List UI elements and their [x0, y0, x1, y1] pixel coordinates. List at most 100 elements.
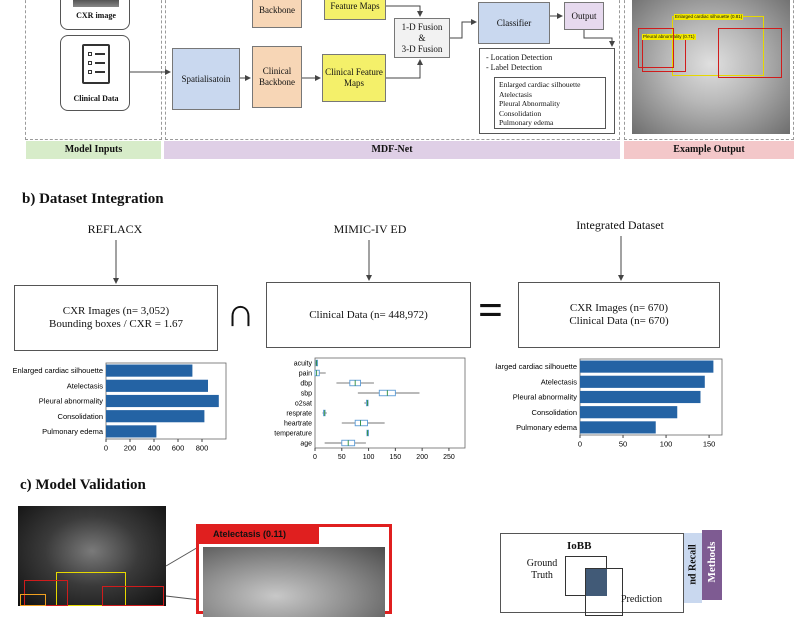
panel-b-arrows [113, 236, 624, 284]
equals-symbol: = [478, 286, 504, 335]
reflacx-label: REFLACX [87, 222, 143, 236]
x-tick-label: 0 [313, 454, 317, 461]
category-label: Pulmonary edema [516, 423, 578, 432]
category-label: resprate [286, 410, 312, 417]
iobb-panel: IoBB Ground Truth Prediction [500, 533, 684, 616]
integrated-bar-chart: Enlarged cardiac silhouetteAtelectasisPl… [495, 358, 723, 449]
cxr-thumbnail [73, 0, 119, 7]
panel-b-title: b) Dataset Integration [22, 191, 164, 207]
bar [106, 394, 219, 408]
integrated-box: CXR Images (n= 670) Clinical Data (n= 67… [518, 282, 720, 348]
category-label: sbp [301, 390, 312, 397]
validation-xray [18, 506, 166, 606]
cxr-image-card: CXR image [60, 0, 130, 30]
category-label: Enlarged cardiac silhouette [495, 362, 577, 371]
category-label: Atelectasis [541, 377, 578, 386]
bar [106, 364, 193, 377]
reflacx-box: CXR Images (n= 3,052) Bounding boxes / C… [14, 285, 218, 351]
iobb-title: IoBB [567, 540, 592, 552]
zoom-label: Atelectasis (0.11) [199, 524, 319, 544]
category-label: age [300, 440, 312, 447]
recall-side-band: nd Recall [684, 533, 702, 603]
integrated-label: Integrated Dataset [576, 218, 664, 232]
bbox-pleural-label: Pleural abnormality (0.71) [642, 34, 696, 40]
fusion-box: 1-D Fusion & 3-D Fusion [394, 18, 450, 58]
category-label: Pleural abnormality [39, 397, 103, 406]
x-tick-label: 250 [443, 454, 455, 461]
x-tick-label: 100 [660, 440, 673, 449]
cxr-image-label: CXR image [76, 11, 116, 20]
reflacx-bar-chart: Enlarged cardiac silhouetteAtelectasisPl… [13, 362, 227, 453]
category-label: heartrate [284, 420, 312, 427]
zoomed-xray [203, 547, 385, 617]
zoom-frame: Atelectasis (0.11) [196, 524, 392, 617]
box [314, 369, 320, 377]
x-tick-label: 50 [619, 440, 627, 449]
x-tick-label: 200 [124, 444, 137, 453]
output-box: Output [564, 2, 604, 30]
category-label: Atelectasis [67, 381, 104, 390]
bbox-right [718, 28, 782, 78]
x-tick-label: 0 [578, 440, 582, 449]
x-tick-label: 600 [172, 444, 185, 453]
intersection-rect [585, 568, 607, 596]
category-label: Pulmonary edema [42, 427, 104, 436]
x-tick-label: 150 [703, 440, 716, 449]
category-label: Enlarged cardiac silhouette [13, 366, 103, 375]
x-tick-label: 0 [104, 444, 108, 453]
category-label: Consolidation [58, 412, 103, 421]
box [354, 419, 368, 427]
image-feature-maps-box: Feature Maps [324, 0, 386, 20]
x-tick-label: 100 [363, 454, 375, 461]
intersection-symbol: ∩ [226, 290, 255, 335]
example-output-xray: Enlarged cardiac silhouette (0.81) Pleur… [632, 0, 790, 134]
clipboard-icon [82, 44, 110, 84]
spatialisation-box: Spatialisatoin [172, 48, 240, 110]
mimic-boxplot-chart: acuity pain dbp sbp o2sat resprate heartrate te… [274, 357, 466, 461]
x-tick-label: 200 [416, 454, 428, 461]
zoom-lines [165, 545, 201, 600]
category-label: acuity [294, 360, 313, 367]
bbox-left-top [638, 28, 674, 68]
x-tick-label: 150 [390, 454, 402, 461]
model-inputs-band: Model Inputs [26, 141, 161, 159]
clinical-feature-maps-box: Clinical Feature Maps [322, 54, 386, 102]
classifier-box: Classifier [478, 2, 550, 44]
category-label: dbp [300, 380, 312, 387]
clinical-data-card: Clinical Data [60, 35, 130, 111]
bar [580, 390, 701, 404]
bar [106, 410, 205, 423]
bar [106, 379, 208, 392]
bbox-enlarged-label: Enlarged cardiac silhouette (0.81) [674, 14, 744, 20]
output-details: - Location Detection - Label Detection E… [479, 48, 615, 134]
category-label: Consolidation [532, 408, 577, 417]
clinical-backbone-box: Clinical Backbone [252, 46, 302, 108]
bar [580, 406, 678, 419]
model-inputs-panel [25, 0, 162, 140]
bar [106, 425, 157, 438]
bar [580, 360, 714, 373]
category-label: pain [299, 370, 312, 377]
ground-truth-label: Ground Truth [526, 558, 558, 581]
x-tick-label: 50 [338, 454, 346, 461]
plot-frame [314, 357, 466, 449]
mimic-label: MIMIC-IV ED [333, 222, 407, 236]
panel-c-title: c) Model Validation [20, 477, 146, 493]
clinical-data-label: Clinical Data [73, 94, 119, 103]
example-output-panel [624, 0, 794, 140]
x-tick-label: 400 [148, 444, 161, 453]
bar [580, 375, 705, 388]
category-label: Pleural abnormality [513, 393, 577, 402]
label-list-box: Enlarged cardiac silhouette Atelectasis … [494, 77, 606, 129]
category-label: temperature [274, 430, 312, 437]
category-label: o2sat [295, 400, 312, 407]
mdf-net-band: MDF-Net [164, 141, 620, 159]
bar [580, 421, 656, 434]
methods-side-band: Methods [702, 530, 722, 600]
x-tick-label: 800 [196, 444, 209, 453]
mimic-box: Clinical Data (n= 448,972) [266, 282, 471, 348]
image-backbone-box: Backbone [252, 0, 302, 28]
prediction-rect [585, 568, 623, 616]
panel-a-arrows [130, 5, 615, 81]
example-output-band: Example Output [624, 141, 794, 159]
